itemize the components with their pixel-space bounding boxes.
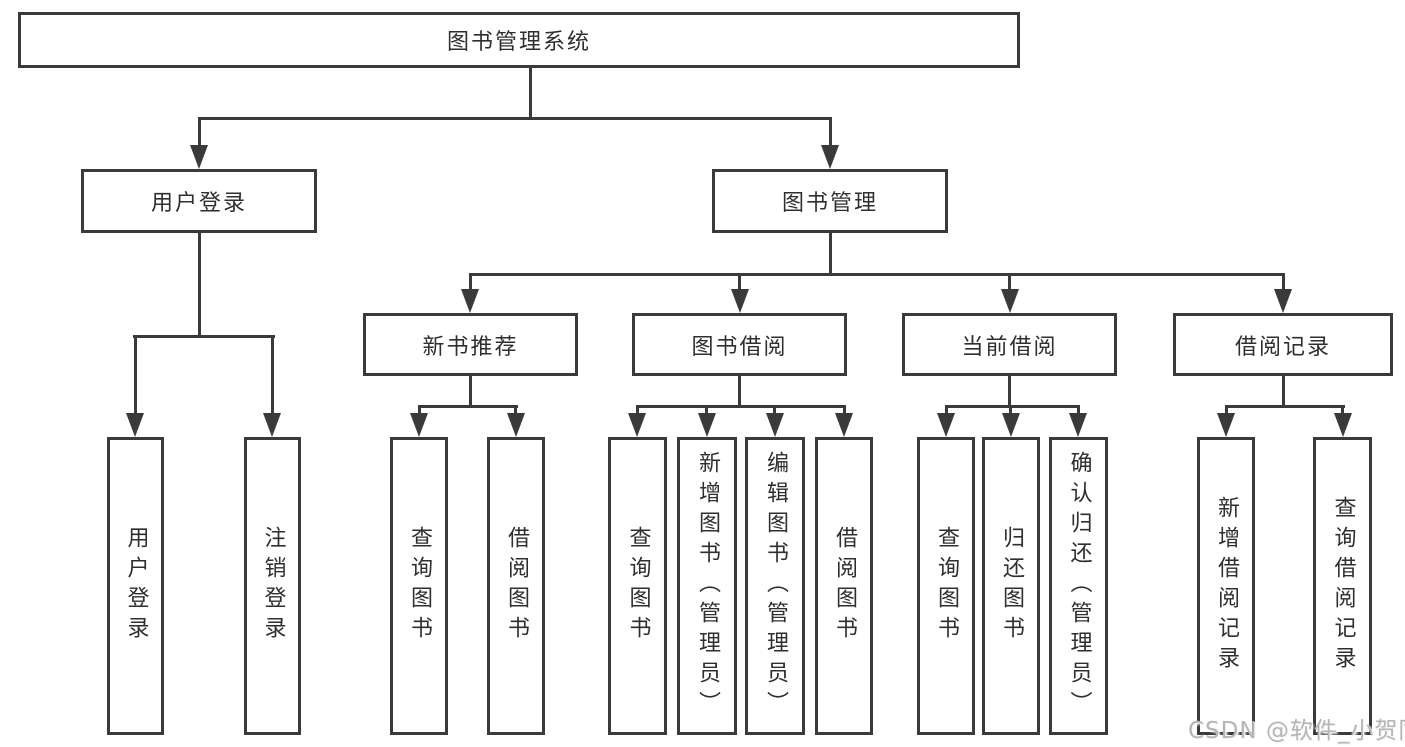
leaf-br-add-record: 新增借阅记录	[1197, 437, 1255, 735]
edge-current-borrow-branch	[945, 405, 1080, 408]
edge-root-stem-book-mgmt	[829, 117, 832, 147]
edge-root-trunk	[529, 68, 532, 120]
arrowhead-br-add	[1217, 413, 1235, 437]
node-book-mgmt: 图书管理	[712, 169, 948, 233]
node-new-book-rec-label: 新书推荐	[422, 334, 519, 360]
arrowhead-rec-query	[410, 413, 428, 437]
leaf-bb-edit-books-admin: 编辑图书（管理员）	[745, 437, 805, 735]
node-root: 图书管理系统	[18, 12, 1020, 68]
leaf-cb-return-books: 归还图书	[982, 437, 1040, 735]
edge-new-book-rec-branch	[418, 405, 518, 408]
edge-user-login-trunk	[198, 233, 201, 338]
leaf-user-login-label: 用户登录	[123, 526, 149, 646]
edge-stem-rec-borrow	[514, 405, 517, 417]
edge-stem-bb-query	[636, 405, 639, 417]
arrowhead-bb-query	[628, 413, 646, 437]
edge-current-borrow-trunk	[1008, 376, 1011, 408]
leaf-cb-query-books: 查询图书	[917, 437, 975, 735]
edge-root-stem-user-login	[198, 117, 201, 147]
csdn-watermark: CSDN @软件_小贺同学	[1188, 718, 1405, 744]
edge-stem-leaf-logout	[271, 335, 274, 415]
edge-new-book-rec-trunk	[469, 376, 472, 408]
edge-book-borrow-trunk	[738, 376, 741, 408]
leaf-bb-add-books-admin-label: 新增图书（管理员）	[695, 451, 720, 721]
edge-stem-borrow-records	[1282, 273, 1285, 293]
node-user-login-label: 用户登录	[150, 191, 247, 216]
edge-stem-leaf-user-login	[134, 335, 137, 415]
leaf-bb-query-books: 查询图书	[608, 437, 667, 735]
node-user-login: 用户登录	[81, 169, 317, 233]
leaf-cb-confirm-return-admin-label: 确认归还（管理员）	[1066, 451, 1092, 721]
leaf-br-query-record: 查询借阅记录	[1313, 437, 1372, 735]
edge-stem-bb-add	[705, 405, 708, 417]
node-book-borrow: 图书借阅	[632, 313, 847, 376]
leaf-bb-borrow-books-label: 借阅图书	[832, 526, 857, 646]
leaf-rec-borrow-books: 借阅图书	[487, 437, 545, 735]
edge-stem-cb-query	[945, 405, 948, 417]
edge-stem-br-add	[1225, 405, 1228, 417]
leaf-cb-confirm-return-admin: 确认归还（管理员）	[1049, 437, 1108, 735]
arrowhead-book-mgmt	[821, 145, 839, 169]
edge-stem-br-query	[1341, 405, 1344, 417]
node-book-mgmt-label: 图书管理	[781, 191, 878, 216]
leaf-logout: 注销登录	[244, 437, 301, 735]
arrowhead-borrow-records	[1274, 289, 1292, 313]
edge-root-branch	[198, 117, 832, 120]
arrowhead-bb-add	[698, 413, 716, 437]
leaf-bb-edit-books-admin-label: 编辑图书（管理员）	[763, 451, 788, 721]
edge-stem-cb-return	[1009, 405, 1012, 417]
arrowhead-cb-confirm	[1069, 413, 1087, 437]
leaf-user-login: 用户登录	[107, 437, 164, 735]
leaf-br-add-record-label: 新增借阅记录	[1214, 496, 1239, 676]
leaf-rec-query-books-label: 查询图书	[407, 526, 432, 646]
node-book-borrow-label: 图书借阅	[691, 334, 788, 360]
arrowhead-leaf-logout	[263, 413, 281, 437]
node-borrow-records-label: 借阅记录	[1234, 334, 1331, 360]
leaf-bb-add-books-admin: 新增图书（管理员）	[677, 437, 737, 735]
edge-stem-bb-borrow	[843, 405, 846, 417]
edge-user-login-branch	[133, 335, 275, 338]
node-new-book-rec: 新书推荐	[363, 313, 578, 376]
edge-stem-bb-edit	[773, 405, 776, 417]
arrowhead-book-borrow	[731, 289, 749, 313]
leaf-cb-query-books-label: 查询图书	[934, 526, 959, 646]
edge-borrow-records-branch	[1225, 405, 1345, 408]
arrowhead-current-borrow	[1001, 289, 1019, 313]
edge-borrow-records-trunk	[1282, 376, 1285, 408]
leaf-logout-label: 注销登录	[260, 526, 286, 646]
edge-book-mgmt-trunk	[829, 233, 832, 276]
arrowhead-user-login	[190, 145, 208, 169]
leaf-rec-borrow-books-label: 借阅图书	[504, 526, 529, 646]
leaf-br-query-record-label: 查询借阅记录	[1330, 496, 1356, 676]
arrowhead-rec-borrow	[507, 413, 525, 437]
node-borrow-records: 借阅记录	[1173, 313, 1393, 376]
leaf-rec-query-books: 查询图书	[390, 437, 448, 735]
leaf-cb-return-books-label: 归还图书	[999, 526, 1024, 646]
arrowhead-leaf-user-login	[126, 413, 144, 437]
edge-stem-rec-query	[418, 405, 421, 417]
node-current-borrow: 当前借阅	[902, 313, 1117, 376]
edge-stem-cb-confirm	[1077, 405, 1080, 417]
node-root-label: 图书管理系统	[446, 30, 591, 55]
node-current-borrow-label: 当前借阅	[961, 334, 1058, 360]
arrowhead-bb-edit	[766, 413, 784, 437]
edge-stem-new-book-rec	[469, 273, 472, 293]
arrowhead-new-book-rec	[461, 289, 479, 313]
arrowhead-bb-borrow	[835, 413, 853, 437]
leaf-bb-query-books-label: 查询图书	[625, 526, 651, 646]
arrowhead-cb-return	[1002, 413, 1020, 437]
edge-book-borrow-branch	[636, 405, 846, 408]
edge-stem-current-borrow	[1008, 273, 1011, 293]
edge-book-mgmt-branch	[469, 273, 1285, 276]
leaf-bb-borrow-books: 借阅图书	[815, 437, 873, 735]
edge-stem-book-borrow	[738, 273, 741, 293]
arrowhead-cb-query	[937, 413, 955, 437]
arrowhead-br-query	[1334, 413, 1352, 437]
